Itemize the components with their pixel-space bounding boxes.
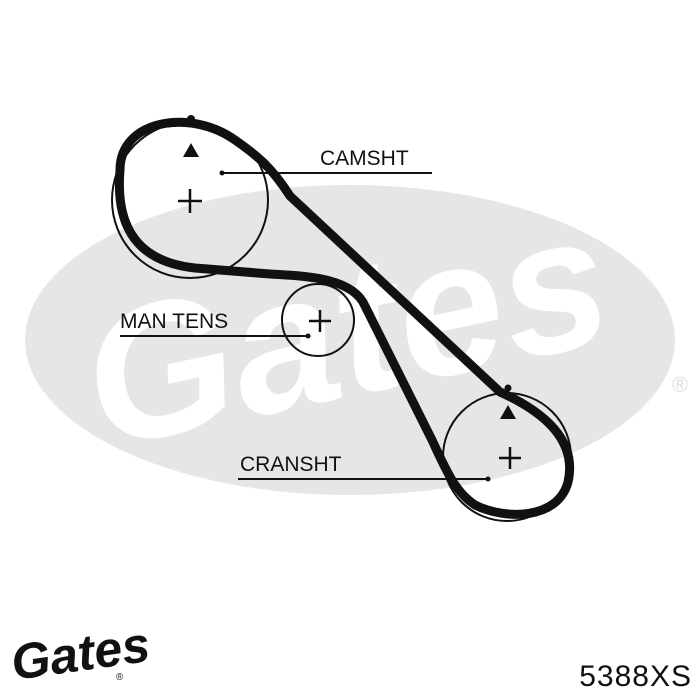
- camshaft-timing-dot: [187, 115, 195, 123]
- timing-mark-triangle-icon: [183, 143, 199, 157]
- crankshaft-label: CRANSHT: [240, 453, 342, 476]
- camshaft-label: CAMSHT: [320, 147, 409, 170]
- camshaft-leader-dot: [219, 170, 225, 176]
- gates-logo-registered: ®: [116, 672, 124, 683]
- watermark-registered-mark: ®: [672, 372, 688, 397]
- part-number: 5388XS: [579, 660, 692, 693]
- crankshaft-leader-dot: [485, 476, 491, 482]
- center-plus-icon: [499, 447, 521, 469]
- tensioner-pulley: [281, 283, 355, 357]
- tensioner-leader-dot: [305, 333, 311, 339]
- crankshaft-timing-dot: [504, 384, 512, 392]
- center-plus-icon: [178, 189, 202, 213]
- gates-logo-text: Gates: [8, 616, 153, 691]
- timing-belt: [114, 117, 575, 519]
- gates-logo: Gates ®: [8, 616, 153, 691]
- tensioner-label: MAN TENS: [120, 310, 228, 333]
- timing-mark-triangle-icon: [500, 405, 516, 419]
- center-plus-icon: [309, 310, 331, 332]
